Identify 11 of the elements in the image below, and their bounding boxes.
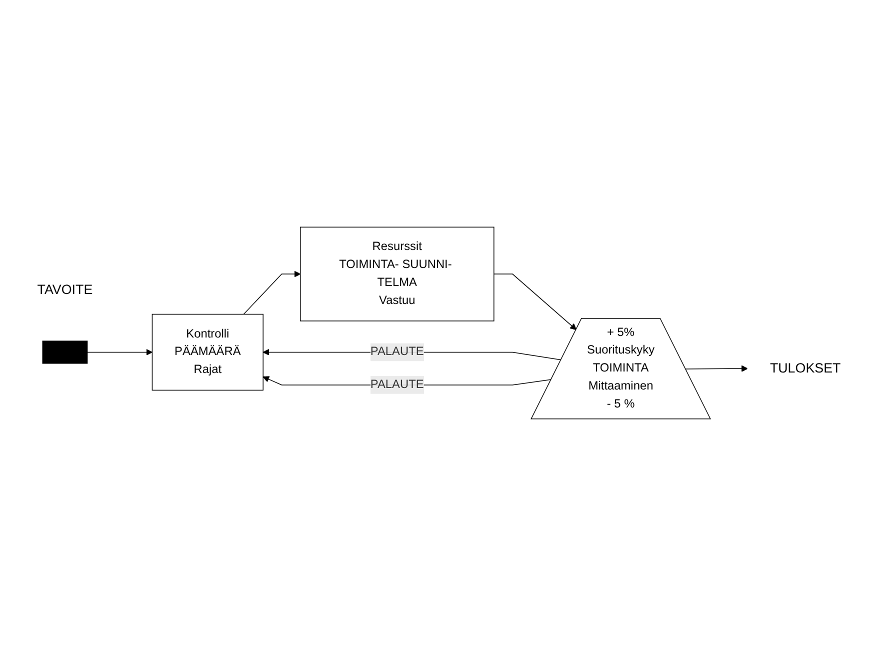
node-box: Resurssit TOIMINTA- SUUNNI- TELMA Vastuu	[300, 226, 494, 321]
arrow	[86, 348, 153, 355]
node-bar	[42, 340, 88, 364]
edge-label: PALAUTE	[370, 378, 424, 390]
arrow	[243, 270, 301, 314]
edge-label: PALAUTE	[370, 345, 424, 358]
node-box: Kontrolli PÄÄMÄÄRÄ Rajat	[152, 313, 264, 390]
node-text: TULOKSET	[770, 360, 841, 376]
node-text: TAVOITE	[37, 282, 93, 297]
arrow	[685, 364, 748, 372]
arrow	[494, 273, 577, 330]
